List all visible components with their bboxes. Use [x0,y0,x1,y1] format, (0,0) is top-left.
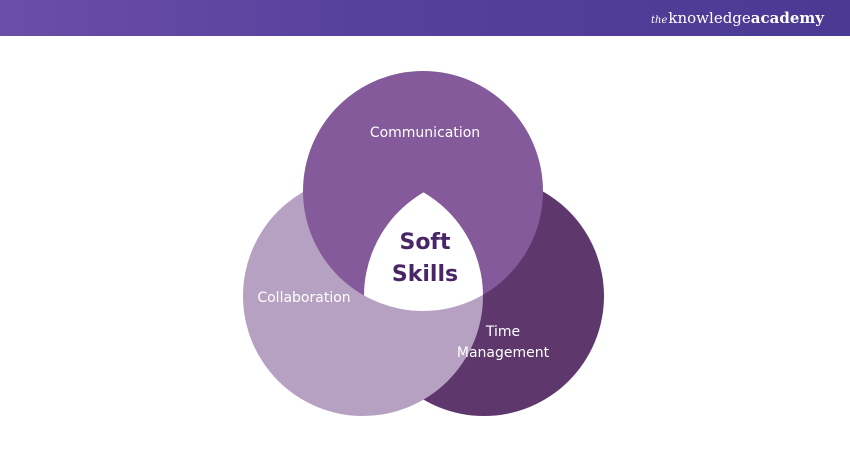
time-management-label-line1: Time [485,324,520,340]
brand-logo: theknowledgeacademy [651,8,824,28]
center-label-line2: Skills [392,262,458,287]
communication-label: Communication [370,125,480,141]
collaboration-label: Collaboration [257,290,350,306]
brand-knowledge: knowledge [668,9,751,27]
communication-circle [303,71,543,311]
center-label-line1: Soft [399,230,451,255]
brand-the: the [651,15,668,26]
time-management-label-line2: Management [457,345,550,361]
brand-academy: academy [750,9,824,27]
center-region [364,176,483,311]
top-banner: theknowledgeacademy [0,0,850,36]
